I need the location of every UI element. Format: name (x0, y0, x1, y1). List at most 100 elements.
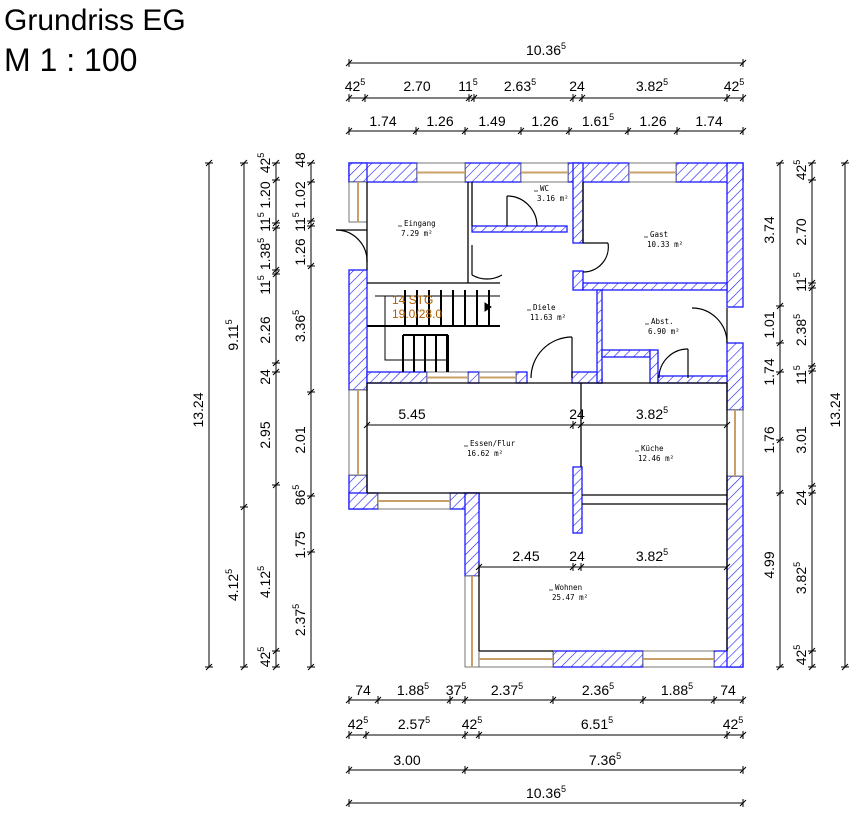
dimension-label: 425 (462, 715, 483, 732)
dim-superscript: 5 (663, 77, 668, 87)
dim-superscript: 5 (792, 272, 802, 277)
dim-value: 3.00 (393, 752, 420, 768)
dim-tick (808, 284, 816, 292)
drawing-scale: M 1 : 100 (4, 42, 138, 78)
dim-value: 11 (292, 217, 308, 232)
dim-tick (739, 127, 747, 135)
stair-steps: 14 STG (392, 293, 433, 307)
dimension-label: 115 (256, 275, 273, 295)
dim-tick (639, 696, 647, 704)
dim-tick (307, 159, 315, 167)
staircase (367, 290, 500, 372)
dim-tick (461, 766, 469, 774)
dim-tick (739, 59, 747, 67)
hatched-wall (596, 289, 603, 384)
dimension-label: 1.885 (661, 681, 693, 698)
dimension-label: 24 (569, 406, 585, 422)
dimension-label: 2.375 (491, 681, 523, 698)
dimension-label: 3.825 (636, 405, 668, 422)
dim-tick (272, 481, 280, 489)
walls (348, 162, 744, 668)
dim-superscript: 5 (425, 715, 430, 725)
dim-superscript: 5 (224, 319, 234, 324)
dimension-label: 4.125 (224, 569, 241, 601)
dimension-label: 1.01 (761, 311, 777, 338)
dimension-label: 13.24 (827, 392, 843, 427)
dim-value: 11 (793, 277, 809, 292)
dim-value: 42 (793, 650, 809, 666)
door-swing (530, 336, 573, 379)
dim-value: 86 (292, 490, 308, 506)
dimension-label: 2.635 (504, 77, 536, 94)
hatched-wall (464, 162, 522, 183)
dim-tick (307, 663, 315, 671)
dim-value: 1.26 (531, 113, 558, 129)
room-area: 7.29 m² (401, 229, 433, 238)
dim-superscript: 5 (792, 645, 802, 650)
dimension-label: 1.26 (426, 113, 453, 129)
dim-superscript: 5 (256, 647, 266, 652)
hatched-wall (515, 371, 528, 384)
dim-tick (776, 302, 784, 310)
dim-tick (470, 94, 478, 102)
stair-arrow-icon (484, 302, 492, 312)
dim-superscript: 5 (616, 751, 621, 761)
dim-tick (412, 127, 420, 135)
dimension-label: 2.45 (512, 548, 539, 564)
dim-value: 2.70 (793, 218, 809, 245)
dim-tick (307, 388, 315, 396)
dim-value: 42 (348, 716, 364, 732)
dim-value: 2.70 (403, 78, 430, 94)
dim-tick (461, 696, 469, 704)
dimension-label: 3.825 (636, 77, 668, 94)
dim-tick (808, 663, 816, 671)
dim-superscript: 5 (256, 238, 266, 243)
dim-tick (272, 219, 280, 227)
dim-tick (362, 731, 370, 739)
dim-tick (841, 663, 849, 671)
dimension-label: 4.99 (761, 551, 777, 578)
dim-tick (272, 266, 280, 274)
dim-tick (565, 127, 573, 135)
dim-tick (307, 222, 315, 230)
dim-tick (776, 663, 784, 671)
dim-superscript: 5 (256, 566, 266, 571)
dim-value: 74 (355, 682, 371, 698)
dim-tick (475, 731, 483, 739)
dim-tick (446, 696, 454, 704)
dim-value: 4.12 (225, 574, 241, 601)
dimension-label: 2.01 (292, 426, 308, 453)
dimension-label: 115 (792, 365, 809, 385)
dim-tick (723, 731, 731, 739)
dimension-label: 1.76 (761, 426, 777, 453)
dim-tick (345, 766, 353, 774)
dim-tick (624, 127, 632, 135)
room-name: Diele (533, 303, 556, 312)
dim-superscript: 5 (363, 715, 368, 725)
interior-lines (366, 182, 728, 652)
room-name: Gast (650, 230, 668, 239)
dim-tick (776, 436, 784, 444)
dimension-label: 5.45 (398, 406, 425, 422)
dimension-label: 115 (792, 272, 809, 292)
dim-superscript: 5 (291, 485, 301, 490)
dim-value: 1.74 (761, 358, 777, 385)
dim-value: 74 (720, 682, 736, 698)
door-swing (582, 242, 609, 273)
dim-value: 3.82 (636, 548, 663, 564)
dim-tick (307, 217, 315, 225)
dimension-label: 1.02 (292, 181, 308, 208)
room-area: 16.62 m² (467, 449, 503, 458)
dim-tick (345, 696, 353, 704)
hatched-wall (572, 270, 584, 291)
dim-value: 1.74 (369, 113, 396, 129)
dim-tick (776, 339, 784, 347)
hatched-wall (467, 371, 480, 384)
hatched-wall (572, 162, 584, 244)
dim-value: 42 (257, 158, 273, 174)
dim-tick (345, 731, 353, 739)
dim-superscript: 5 (561, 41, 566, 51)
dim-tick (808, 482, 816, 490)
dim-tick (776, 159, 784, 167)
